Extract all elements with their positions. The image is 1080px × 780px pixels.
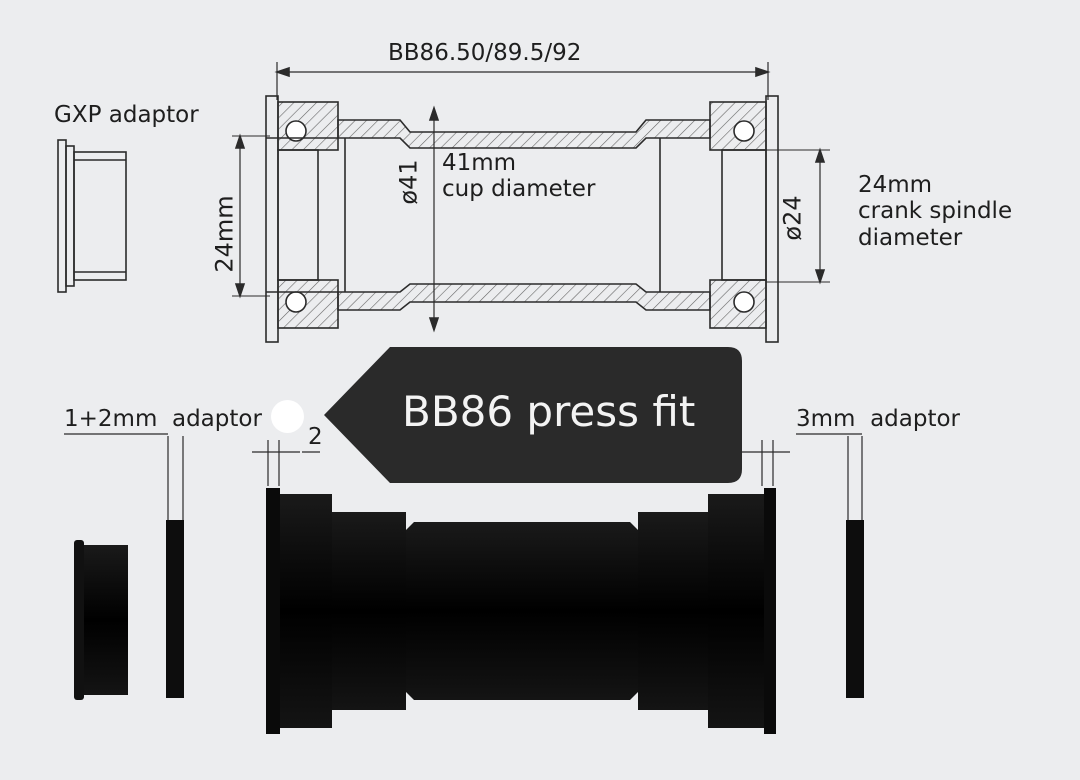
bottom-bracket-part: [266, 488, 776, 734]
spacer-3mm: [846, 520, 864, 698]
tooltip-callout: BB86 press fit: [324, 347, 744, 483]
sleeve-section: [337, 119, 711, 311]
spacer-dimensions: [64, 433, 863, 520]
dia41-label: ø41: [394, 159, 423, 205]
left-cup-section: [265, 95, 339, 343]
gxp-adaptor-label: GXP adaptor: [54, 102, 199, 128]
bearing-ball: [285, 120, 307, 142]
right-cup-section: [709, 95, 779, 343]
spacer-1-2mm: [166, 520, 184, 698]
technical-drawing: [57, 62, 830, 343]
arrow-right: [755, 66, 771, 78]
arrow-left: [274, 66, 290, 78]
adaptor-3mm-label: 3mm adaptor: [796, 406, 960, 432]
cup-diameter-label: 41mm cup diameter: [442, 150, 596, 203]
adaptor-1-2mm-label: 1+2mm adaptor: [64, 406, 262, 432]
dia24-label: ø24: [778, 195, 807, 241]
cursor-dot: [271, 400, 304, 433]
crank-spindle-label: 24mm crank spindle diameter: [858, 172, 1013, 251]
spacer-left-label: 2: [308, 424, 323, 450]
bearing-ball: [285, 291, 307, 313]
left-24mm-label: 24mm: [210, 195, 239, 273]
gxp-adaptor-outline: [57, 139, 127, 293]
bearing-ball: [733, 120, 755, 142]
exploded-parts: [74, 488, 864, 734]
bb-size-title: BB86.50/89.5/92: [388, 40, 582, 66]
gxp-adaptor-part: [74, 540, 128, 700]
tooltip-text: BB86 press fit: [402, 387, 696, 436]
bearing-ball: [733, 291, 755, 313]
